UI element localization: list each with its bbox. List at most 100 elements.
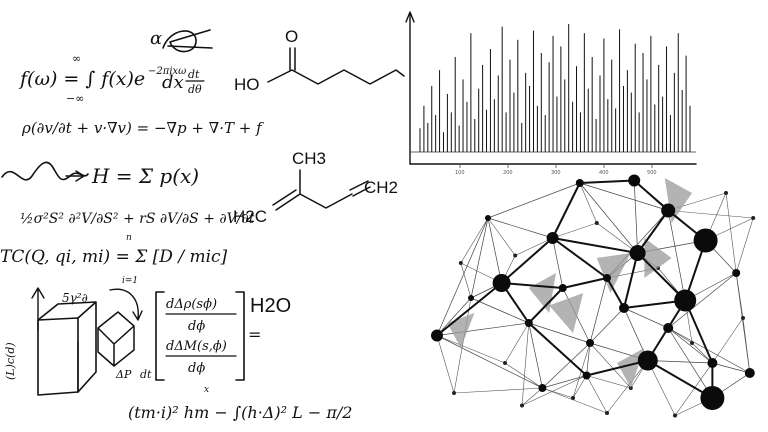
mesh-edge bbox=[521, 375, 587, 406]
mesh-dot bbox=[741, 316, 745, 320]
mesh-edge bbox=[623, 307, 669, 329]
equation-black-scholes: ½σ²S² ∂²V/∂S² + rS ∂V/∂S + ∂V/∂t bbox=[20, 211, 255, 227]
mesh-edge bbox=[436, 297, 472, 336]
network-node bbox=[693, 228, 718, 253]
mesh-edge bbox=[572, 375, 587, 399]
network-nodes bbox=[431, 174, 755, 410]
heavy-edge bbox=[436, 282, 503, 337]
mesh-edge bbox=[487, 182, 580, 219]
mesh-edge bbox=[742, 317, 751, 374]
hexanoic-acid-structure: O HO bbox=[234, 27, 405, 94]
x-tick-label: 300 bbox=[551, 170, 561, 176]
cuboid-sketch bbox=[31, 287, 97, 396]
mesh-edge bbox=[579, 182, 669, 211]
heavy-edge bbox=[684, 300, 714, 364]
mesh-edge bbox=[460, 217, 489, 264]
network-node bbox=[629, 245, 646, 261]
heavy-edge bbox=[500, 237, 554, 284]
mesh-edge bbox=[504, 322, 530, 364]
mesh-edge bbox=[633, 180, 638, 254]
mesh-edge bbox=[668, 210, 754, 219]
network-node bbox=[492, 274, 511, 292]
mesh-edge bbox=[436, 335, 455, 394]
equation-fourier-exponent: −2πixω bbox=[148, 66, 186, 77]
water-formula: H2O bbox=[250, 295, 291, 317]
network-node bbox=[524, 319, 533, 327]
mesh-edge bbox=[542, 342, 591, 389]
mesh-edge bbox=[579, 182, 598, 224]
acid-hydroxyl: HO bbox=[234, 75, 260, 94]
network-node bbox=[637, 350, 658, 371]
heavy-edge bbox=[551, 182, 581, 239]
mesh-dot bbox=[673, 413, 677, 418]
equation-fourier: f(ω) = ∫ f(x)e bbox=[18, 68, 145, 90]
heavy-edge bbox=[528, 287, 564, 324]
heavy-edge bbox=[552, 237, 608, 279]
heavy-edge bbox=[586, 359, 649, 377]
equation-fourier-dx: dx bbox=[162, 72, 184, 93]
mesh-edge bbox=[586, 342, 591, 376]
equation-fourier-frac-den: dθ bbox=[188, 83, 202, 96]
mesh-edge bbox=[470, 217, 489, 299]
gray-shard bbox=[617, 348, 645, 388]
wave-doodle bbox=[1, 161, 89, 181]
network-node bbox=[468, 295, 474, 301]
mesh-edge bbox=[596, 222, 638, 254]
heavy-edge bbox=[528, 322, 588, 377]
mesh-dot bbox=[513, 253, 518, 258]
mesh-edge bbox=[589, 342, 632, 389]
mesh-edge bbox=[521, 322, 530, 406]
x-tick-label: 200 bbox=[503, 170, 513, 176]
mesh-edge bbox=[712, 317, 744, 364]
curved-arrow bbox=[109, 288, 143, 321]
network-node bbox=[619, 303, 629, 313]
network-node bbox=[707, 358, 718, 368]
matrix-equals: = bbox=[248, 325, 261, 344]
x-tick-label: 100 bbox=[455, 170, 465, 176]
gray-shard bbox=[644, 238, 672, 278]
network-node bbox=[744, 368, 755, 378]
mesh-dot bbox=[751, 216, 756, 220]
mesh-edge bbox=[667, 272, 737, 329]
matrix-entry-3: dΔM(s,ϕ) bbox=[166, 339, 227, 354]
arrow-to-h bbox=[65, 170, 85, 182]
mesh-edge bbox=[515, 237, 553, 256]
equation-bottom-top: x bbox=[204, 385, 209, 395]
mesh-dot bbox=[503, 361, 507, 365]
mesh-edge bbox=[552, 222, 597, 239]
heavy-edge bbox=[633, 179, 669, 212]
mesh-edge bbox=[487, 217, 502, 284]
mesh-edge bbox=[470, 297, 529, 324]
heavy-edge bbox=[636, 252, 686, 302]
heavy-edge bbox=[623, 252, 639, 309]
network-node bbox=[628, 174, 641, 187]
label-cd: (L)c(d) bbox=[4, 342, 17, 380]
x-tick-label: 400 bbox=[599, 170, 609, 176]
spectrum-bars bbox=[419, 23, 691, 152]
mesh-edge bbox=[487, 217, 553, 239]
h2c-left: H2C bbox=[233, 207, 267, 226]
methyl-group: CH3 bbox=[292, 149, 326, 168]
mesh-edge bbox=[436, 217, 489, 336]
mesh-edge bbox=[647, 360, 676, 416]
label-delta-p: ΔP bbox=[115, 368, 132, 381]
alpha-loop-doodle bbox=[162, 29, 213, 53]
heavy-edge bbox=[647, 359, 713, 399]
network-node bbox=[661, 203, 676, 218]
network-node bbox=[431, 329, 443, 342]
mesh-edge bbox=[586, 375, 631, 389]
mesh-edge bbox=[725, 192, 737, 274]
equations-panel: α f(ω) = ∫ f(x)e ∞ −∞ −2πixω dx dt dθ ρ(… bbox=[0, 28, 352, 422]
network-node bbox=[575, 179, 584, 187]
mesh-edge bbox=[504, 362, 543, 389]
heavy-edge bbox=[501, 282, 563, 289]
label-dt: dt bbox=[140, 368, 152, 381]
equation-bottom: (tm·i)² hm − ∫(h·Δ)² L − π/2 bbox=[128, 403, 352, 422]
network-node bbox=[558, 284, 567, 292]
mesh-edge bbox=[735, 272, 744, 319]
mesh-dot bbox=[458, 261, 463, 265]
mesh-edge bbox=[460, 262, 472, 299]
mesh-edge bbox=[528, 322, 543, 389]
